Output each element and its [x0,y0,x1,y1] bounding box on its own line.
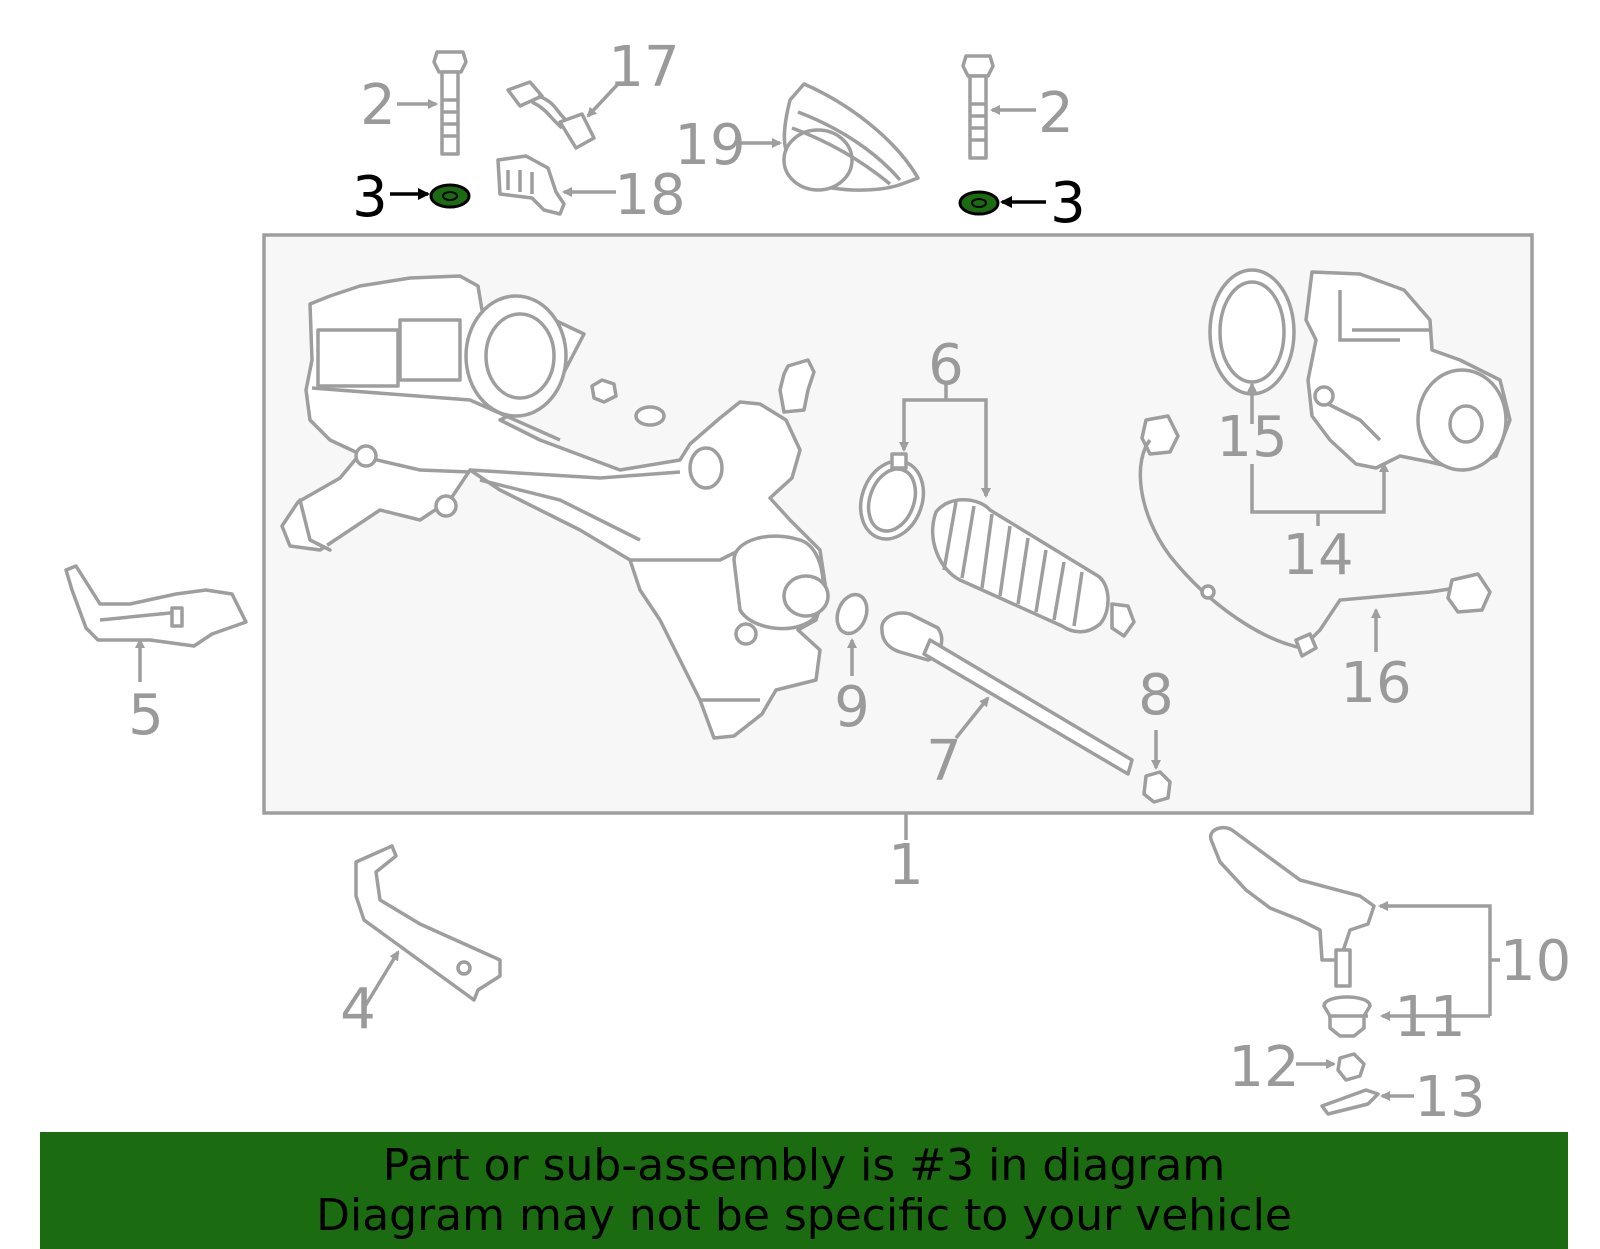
boot-clamp [858,452,926,541]
callout-19: 19 [674,113,745,178]
mounting-bracket-left [64,564,248,648]
callout-8: 8 [1138,663,1174,728]
cotter-pin [1320,1088,1380,1116]
callout-12: 12 [1228,1035,1299,1100]
sensor-harness [1138,414,1492,658]
callout-5: 5 [128,683,164,748]
callout-7: 7 [926,729,962,794]
banner-line-1: Part or sub-assembly is #3 in diagram [382,1139,1226,1191]
callout-13: 13 [1414,1065,1485,1130]
tie-rod-end [1208,825,1376,1038]
callout-14: 14 [1282,523,1353,588]
callout-3-right: 3 [1050,171,1086,236]
callout-16: 16 [1340,651,1411,716]
o-ring [835,592,869,636]
washer-left-highlighted[interactable] [429,183,471,209]
rack-boot [930,498,1136,638]
inner-tie-rod [880,611,1134,776]
callout-1: 1 [888,833,924,898]
bolt-right [961,54,995,160]
motor-gasket [1208,268,1296,396]
info-banner: Part or sub-assembly is #3 in diagram Di… [40,1132,1568,1249]
jam-nut [1142,770,1172,804]
callout-9: 9 [834,675,870,740]
callout-2-left: 2 [360,73,396,138]
harness-connector [506,80,596,150]
callout-17: 17 [608,35,679,100]
callout-3-left: 3 [352,165,388,230]
washer-right-highlighted[interactable] [958,190,1000,216]
harness-bracket [496,154,566,216]
callout-18: 18 [614,163,685,228]
bolt-left [432,50,468,156]
castle-nut [1336,1052,1366,1082]
callout-2-right: 2 [1038,81,1074,146]
rack-housing [280,274,830,740]
mounting-bracket-lower [354,844,502,1002]
assist-motor [1304,270,1512,472]
dust-boot [782,82,920,192]
callout-11: 11 [1394,985,1465,1050]
callout-10: 10 [1500,929,1571,994]
callout-6: 6 [928,333,964,398]
callout-4: 4 [340,977,376,1042]
callout-15: 15 [1216,405,1287,470]
banner-line-2: Diagram may not be specific to your vehi… [316,1189,1292,1241]
